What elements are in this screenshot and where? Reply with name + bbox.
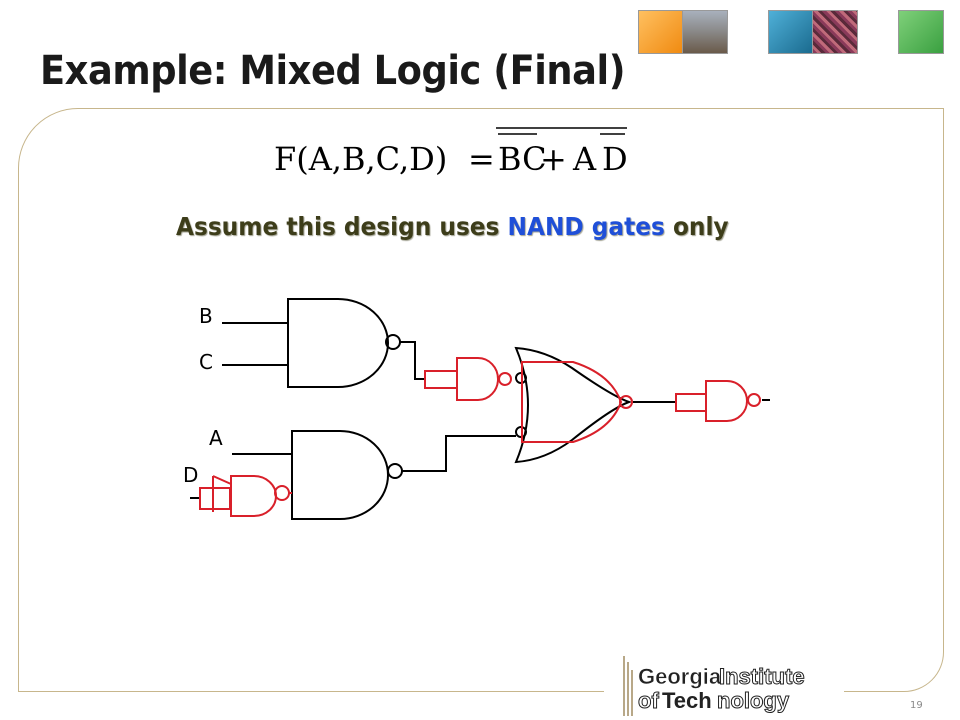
formula-lhs: F(A,B,C,D)	[274, 140, 447, 178]
logo-tech: Tech	[662, 688, 712, 713]
page-number: 19	[910, 700, 923, 711]
or-gate-final	[514, 346, 633, 464]
header-thumbnail-chip-photo	[812, 10, 858, 54]
subtitle-highlight: NAND gates	[507, 212, 665, 241]
formula-term-a: A	[572, 140, 597, 178]
slide-title: Example: Mixed Logic (Final)	[40, 48, 626, 94]
formula-equals: =	[468, 140, 495, 178]
subtitle-prefix: Assume this design uses	[176, 212, 508, 241]
logo-nology: nology	[717, 688, 790, 713]
input-label-b: B	[199, 304, 213, 328]
input-label-d: D	[183, 463, 198, 487]
subtitle-assumption: Assume this design uses NAND gates only	[176, 212, 729, 241]
logo-georgia: Georgia	[638, 664, 722, 689]
nand-gate-ad	[291, 430, 389, 520]
tech-tower-icon	[623, 656, 633, 716]
red-buffer-nand-output	[675, 380, 761, 422]
header-thumbnail-green	[898, 10, 944, 54]
formula-term-d: D	[602, 140, 628, 178]
formula-term-bc: BC	[498, 140, 547, 178]
wire-nand-bc-out	[400, 341, 425, 380]
red-buffer-nand-top	[424, 357, 512, 401]
header-thumbnail-campus-photo	[682, 10, 728, 54]
red-nand-gate-output-bubble	[619, 395, 633, 409]
content-frame	[18, 108, 944, 692]
logo-institute: Institute	[719, 664, 805, 689]
header-thumbnail-orange	[638, 10, 684, 54]
header-thumbnail-teal	[768, 10, 814, 54]
nand-gate-ad-bubble	[387, 463, 403, 479]
input-label-c: C	[199, 350, 213, 374]
logo-of: of	[638, 688, 659, 713]
nand-gate-bc	[287, 298, 389, 388]
subtitle-suffix: only	[664, 212, 729, 241]
formula-plus: +	[540, 140, 567, 178]
input-label-a: A	[209, 426, 223, 450]
wire-nand-ad-out	[402, 435, 516, 472]
red-nand-gate-output	[521, 361, 623, 443]
georgia-tech-logo: Georgia Institute of Tech nology	[604, 652, 844, 720]
red-nand-gate-d-inverter	[199, 475, 292, 517]
